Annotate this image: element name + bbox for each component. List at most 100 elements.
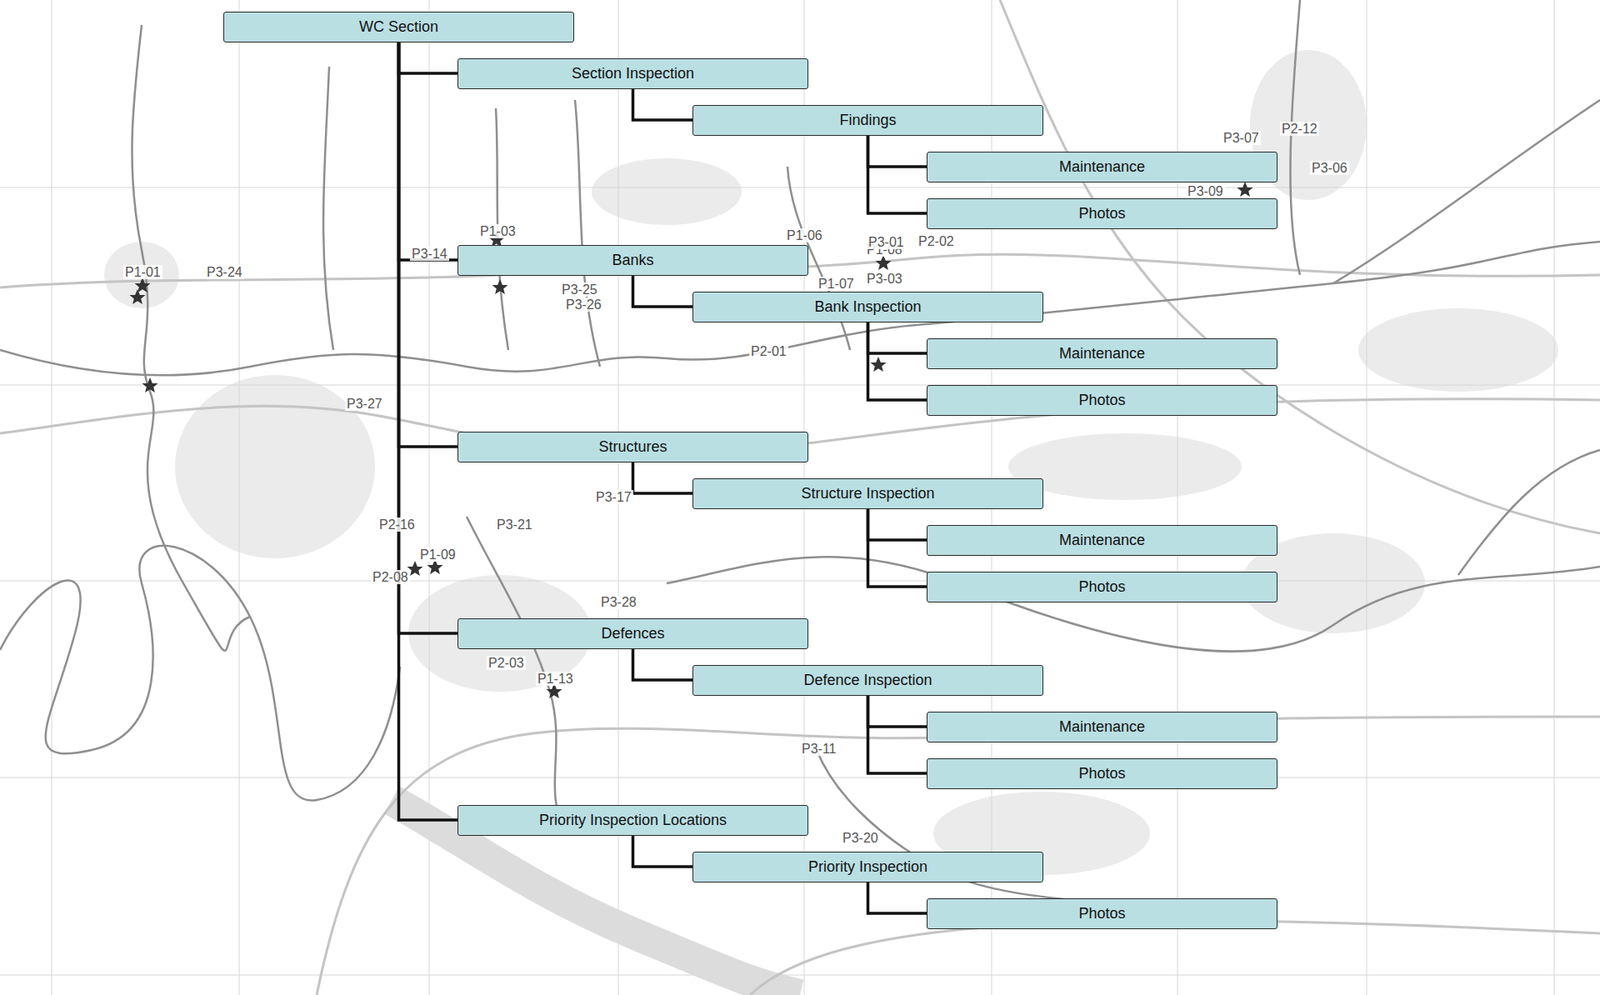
river	[0, 545, 400, 801]
box-label: Defence Inspection	[803, 671, 932, 690]
location-label: P3-14	[410, 246, 450, 261]
box-label: Maintenance	[1059, 158, 1145, 176]
star-marker	[546, 683, 563, 699]
location-label: P3-01	[866, 235, 906, 250]
box-label: Section Inspection	[571, 65, 695, 83]
hierarchy-box: Photos	[926, 571, 1278, 603]
box-label: Bank Inspection	[814, 298, 921, 316]
box-label: Banks	[611, 251, 654, 270]
hierarchy-box: Maintenance	[926, 338, 1278, 370]
hierarchy-box: Priority Inspection Locations	[457, 805, 809, 836]
tree-connector	[399, 42, 459, 635]
box-label: WC Section	[359, 18, 439, 36]
location-label: P2-02	[916, 234, 956, 249]
river	[0, 241, 1600, 375]
box-label: Structure Inspection	[800, 485, 935, 503]
location-label: P1-01	[123, 265, 163, 280]
road	[316, 716, 1600, 995]
location-label: P3-07	[1221, 130, 1261, 145]
location-label: P3-26	[564, 297, 604, 312]
hierarchy-box: Photos	[926, 758, 1278, 790]
hierarchy-box: Defences	[457, 618, 809, 650]
hierarchy-box: Section Inspection	[457, 58, 809, 90]
location-label: P3-11	[800, 741, 839, 756]
location-label: P3-24	[205, 265, 245, 280]
woodland	[104, 50, 1559, 875]
tree-connector	[633, 835, 694, 868]
location-label: P3-09	[1185, 184, 1225, 199]
star-marker	[1237, 181, 1254, 197]
location-label: P3-03	[865, 271, 905, 286]
hierarchy-box: Maintenance	[926, 711, 1278, 743]
tree-connector	[633, 275, 694, 308]
star-marker	[427, 559, 444, 575]
star-marker	[875, 255, 892, 270]
location-label: P2-16	[377, 517, 417, 532]
hierarchy-box: Maintenance	[926, 525, 1278, 556]
box-label: Maintenance	[1059, 718, 1145, 736]
woodland-area	[1008, 433, 1242, 500]
tree-connector	[399, 42, 459, 75]
box-label: Photos	[1078, 765, 1125, 783]
tree-connector	[399, 42, 459, 448]
grid-line	[0, 187, 1600, 975]
tree-connector	[399, 42, 459, 261]
tree-connector	[399, 42, 459, 821]
location-label: P1-07	[816, 276, 856, 291]
box-label: Priority Inspection	[808, 858, 928, 876]
location-label: P1-03	[478, 224, 518, 239]
box-label: Photos	[1078, 205, 1125, 223]
hierarchy-box: Maintenance	[926, 151, 1278, 183]
road	[1000, 0, 1600, 534]
star-marker	[142, 377, 159, 393]
star-marker	[870, 356, 887, 372]
tree-connector	[868, 882, 928, 915]
road	[750, 920, 1600, 995]
river	[323, 66, 334, 350]
hierarchy-box: WC Section	[223, 11, 575, 43]
tree-connector	[868, 322, 928, 355]
tree-connector	[868, 135, 928, 215]
star-marker	[492, 279, 509, 295]
hierarchy-box: Priority Inspection	[692, 851, 1044, 883]
box-label: Photos	[1078, 905, 1125, 923]
location-label: P2-03	[486, 655, 526, 670]
box-label: Defences	[600, 625, 665, 643]
box-label: Structures	[598, 438, 667, 456]
tree-connector	[868, 509, 928, 588]
tree-connector	[868, 509, 928, 541]
rivers	[0, 0, 1600, 917]
location-label: P1-13	[535, 671, 575, 686]
river	[1333, 100, 1600, 284]
inspection-stars	[130, 181, 1254, 699]
location-label: P3-17	[594, 490, 634, 505]
hierarchy-box: Defence Inspection	[692, 665, 1044, 696]
hierarchy-box: Photos	[926, 898, 1278, 930]
hierarchy-box: Photos	[926, 385, 1278, 416]
grid-line	[51, 0, 1555, 995]
location-label: P3-20	[840, 830, 880, 845]
tree-connector	[868, 695, 928, 775]
hierarchy-box: Structures	[457, 431, 809, 463]
river	[1458, 450, 1600, 575]
location-label: P1-06	[785, 228, 825, 243]
hierarchy-box: Structure Inspection	[692, 478, 1044, 510]
location-label: P2-12	[1280, 121, 1320, 136]
tree-connector	[633, 89, 694, 121]
location-label: P3-25	[560, 282, 600, 297]
location-label: P3-21	[495, 517, 535, 532]
hierarchy-box: Findings	[692, 105, 1044, 136]
tree-connector	[868, 135, 928, 168]
tree-connector	[868, 322, 928, 401]
tree-connector	[868, 695, 928, 728]
star-marker	[135, 277, 151, 293]
location-label: P3-06	[1310, 160, 1350, 175]
hierarchy-box: Banks	[457, 245, 809, 276]
location-label: P3-28	[599, 595, 639, 610]
box-label: Maintenance	[1059, 345, 1145, 363]
river	[575, 100, 600, 367]
box-label: Photos	[1078, 578, 1125, 596]
